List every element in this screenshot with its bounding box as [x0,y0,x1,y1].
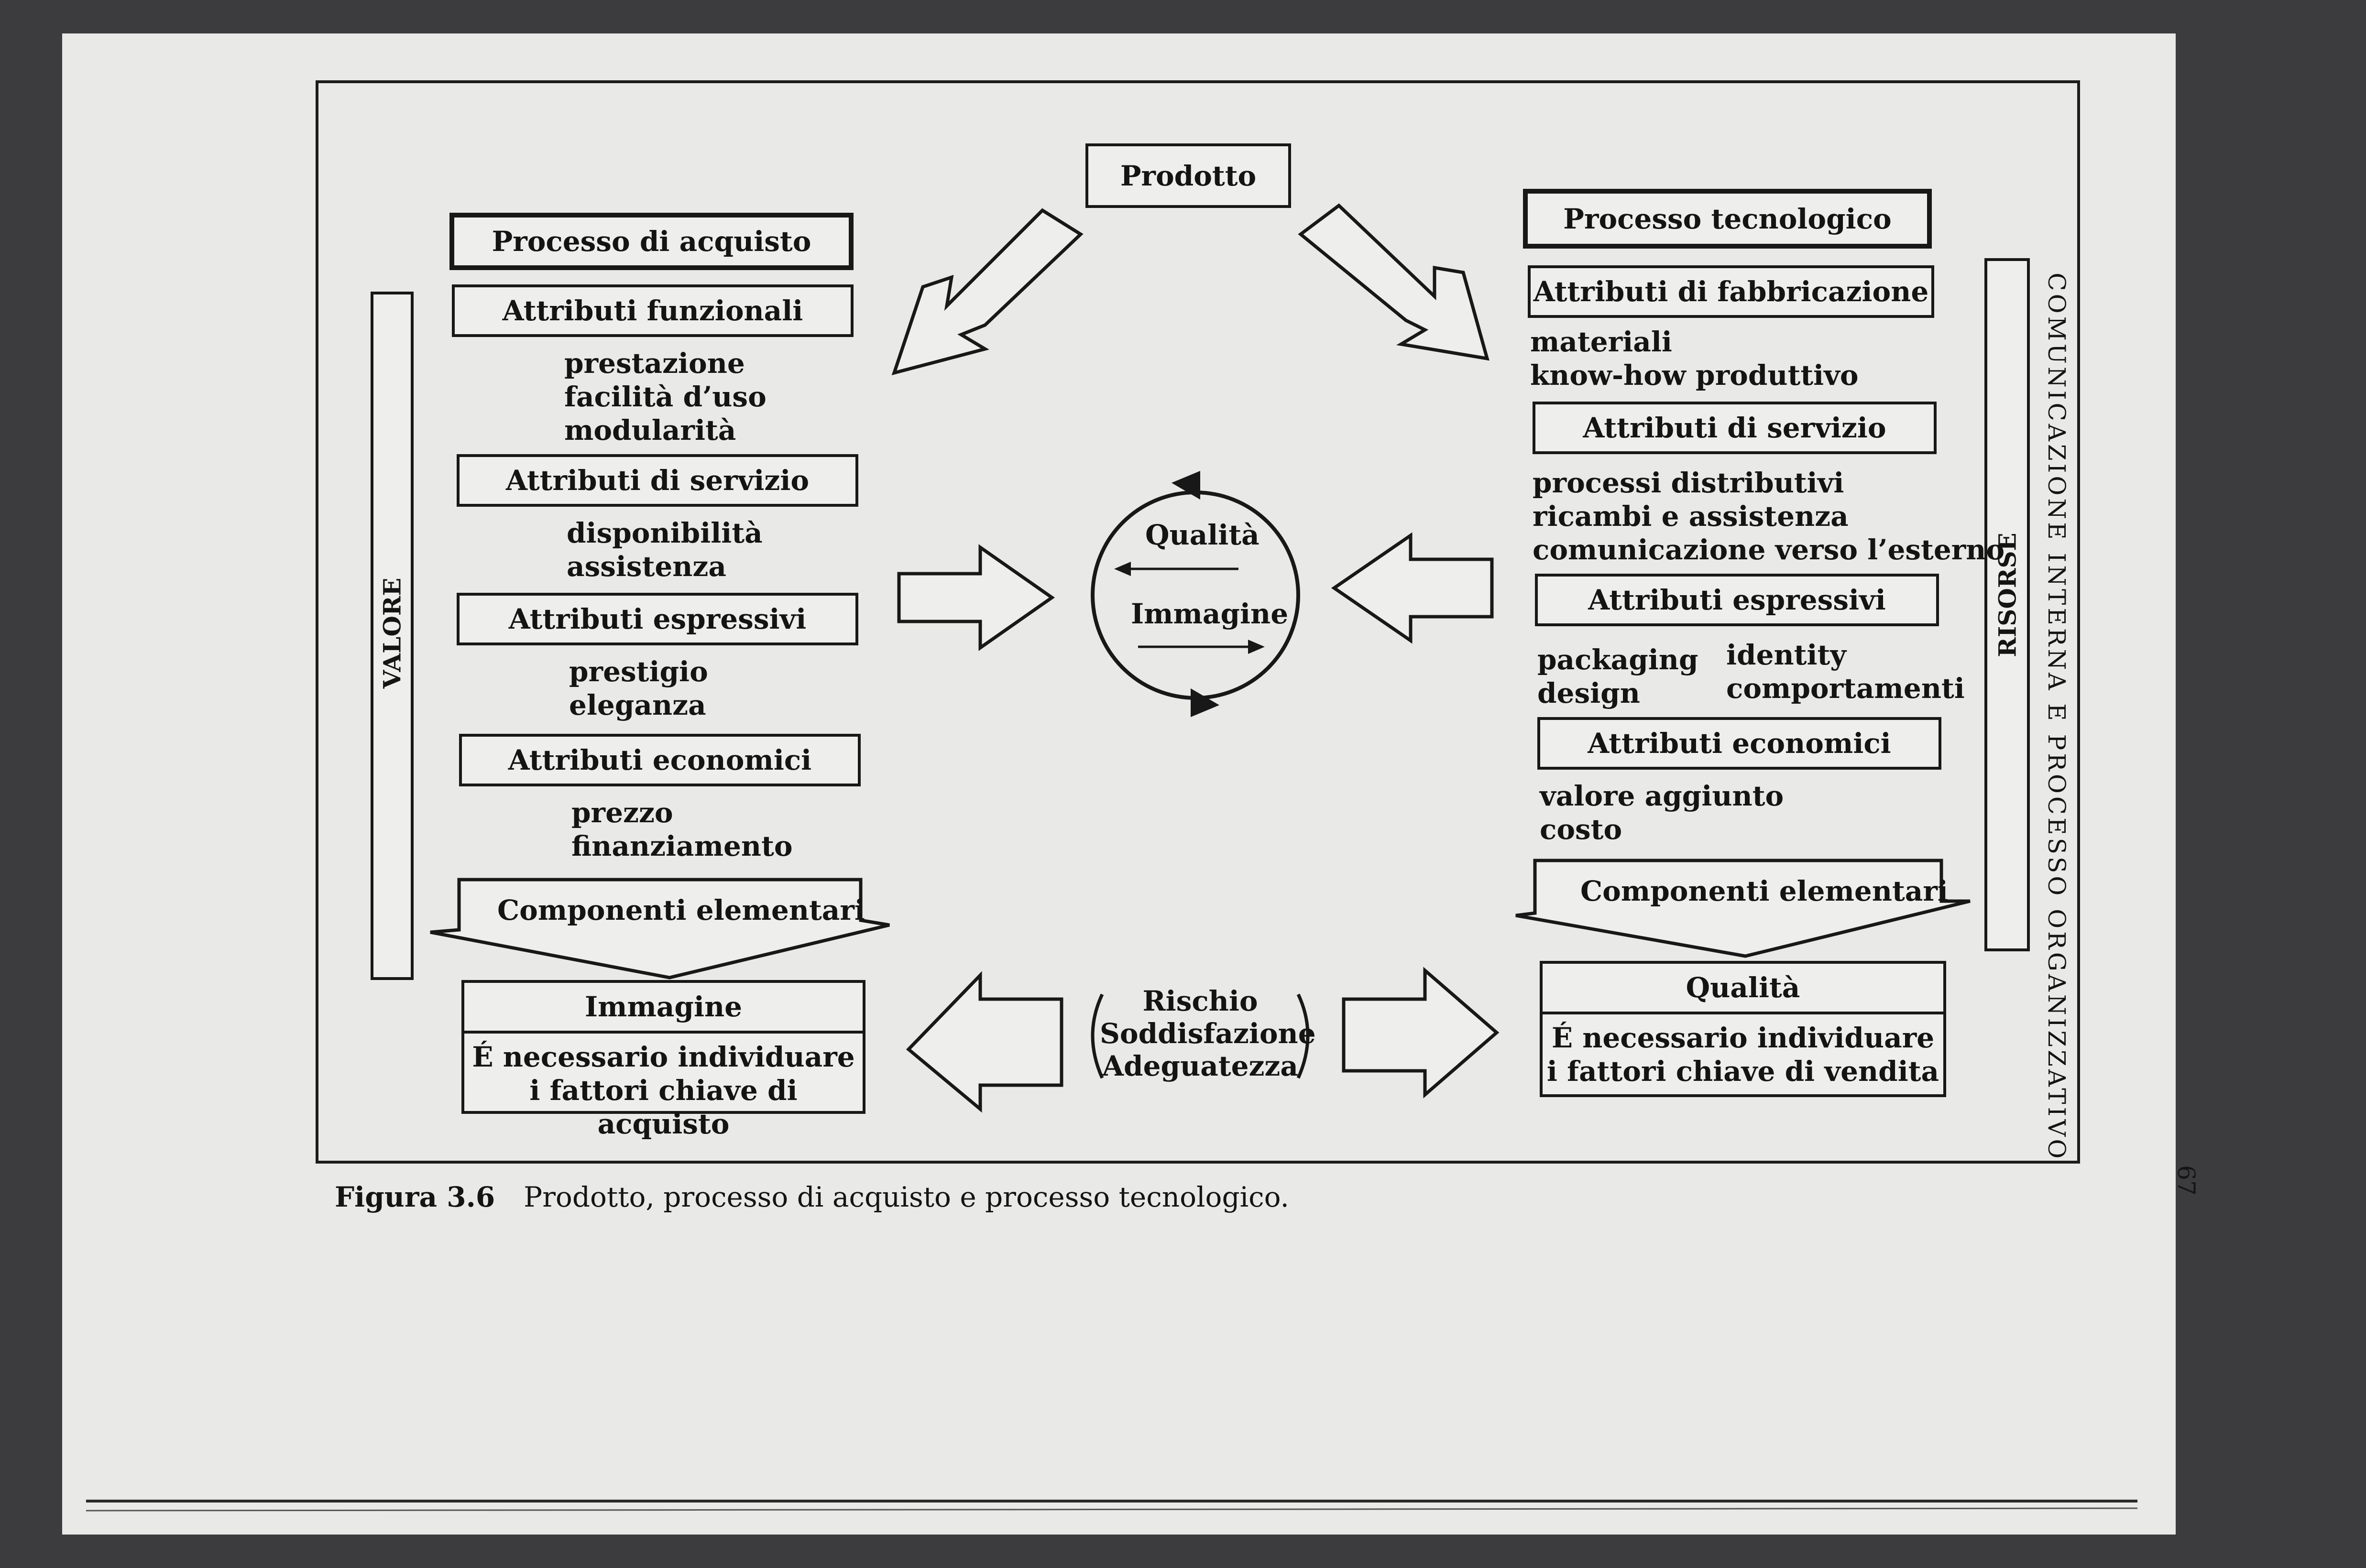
item-comunicazione: comunicazione verso l’esterno [1533,534,2005,566]
right-espressivi-col2: identity comportamenti [1726,638,1965,705]
funnel-left [430,878,890,980]
term-adeguatezza: Adeguatezza [1102,1050,1298,1082]
left-attributi-economici: Attributi economici [459,734,861,786]
item-comportamenti: comportamenti [1726,672,1965,705]
term-rischio: Rischio [1142,985,1258,1017]
right-attributi-economici: Attributi economici [1537,717,1941,770]
item-packaging: packaging [1537,643,1698,676]
right-attributi-fabbricazione: Attributi di fabbricazione [1528,265,1934,318]
right-componenti-elementari: Componenti elementari [1580,875,1948,907]
arrow-bottom-right [1342,967,1500,1099]
caption-text: Prodotto, processo di acquisto e process… [524,1181,1289,1213]
left-attributi-funzionali: Attributi funzionali [452,284,854,337]
left-espressivi-items: prestigio eleganza [569,655,708,722]
item-prestigio: prestigio [569,655,708,688]
left-componenti-elementari: Componenti elementari [497,894,865,926]
right-attributi-espressivi: Attributi espressivi [1535,574,1939,626]
qualita-result-title: Qualità [1543,964,1943,1014]
valore-bar [371,292,414,980]
item-materiali: materiali [1530,326,1672,358]
item-valore-aggiunto: valore aggiunto [1540,780,1784,812]
caption-label: Figura 3.6 [335,1181,495,1213]
prodotto-box: Prodotto [1085,143,1291,208]
item-finanziamento: finanziamento [571,830,793,862]
right-servizio-items: processi distributivi ricambi e assisten… [1533,466,2005,566]
processo-tecnologico-box: Processo tecnologico [1523,189,1932,249]
item-eleganza: eleganza [569,689,706,721]
immagine-result-text: É necessario individuare i fattori chiav… [472,1041,855,1140]
left-funzionali-items: prestazione facilità d’uso modularità [564,347,767,447]
risorse-bar [1984,258,2030,951]
item-identity: identity [1726,639,1846,671]
right-espressivi-col1: packaging design [1537,643,1698,710]
immagine-result-box: Immagine É necessario individuare i fatt… [461,980,865,1140]
right-attributi-servizio: Attributi di servizio [1533,402,1937,454]
item-know-how: know-how produttivo [1530,359,1859,392]
left-servizio-items: disponibilità assistenza [567,516,763,583]
item-ricambi: ricambi e assistenza [1533,500,1849,533]
center-qualita: Qualità [1145,519,1260,551]
left-attributi-servizio: Attributi di servizio [457,454,858,507]
item-processi-distributivi: processi distributivi [1533,467,1844,499]
cycle-arrowhead-top [1172,471,1200,500]
qualita-result-text: É necessario individuare i fattori chiav… [1546,1022,1939,1088]
item-modularita: modularità [564,414,736,446]
left-attributi-espressivi: Attributi espressivi [457,593,858,645]
immagine-result-title: Immagine [464,983,863,1034]
funnel-right [1515,859,1971,958]
term-soddisfazione: Soddisfazione [1100,1017,1316,1050]
valore-label: VALORE [378,577,406,689]
arrow-left-to-center [897,544,1055,651]
arrow-prodotto-right [1298,203,1490,361]
processo-acquisto-box: Processo di acquisto [449,213,854,270]
item-prestazione: prestazione [564,347,745,380]
item-prezzo: prezzo [571,796,673,829]
item-disponibilita: disponibilità [567,517,763,549]
item-design: design [1537,677,1640,709]
bottom-center-terms: Rischio Soddisfazione Adeguatezza [1100,985,1316,1082]
right-economici-items: valore aggiunto costo [1540,779,1784,846]
item-facilita-uso: facilità d’uso [564,381,767,413]
cycle-arrowhead-bottom [1191,688,1219,717]
arrow-prodotto-left [891,208,1084,376]
item-assistenza: assistenza [567,550,726,583]
arrow-bottom-left [906,971,1063,1113]
diagram-frame [316,80,2080,1164]
item-costo: costo [1540,813,1622,846]
right-fabbricazione-items: materiali know-how produttivo [1530,325,1859,392]
qualita-result-box: Qualità É necessario individuare i fatto… [1540,961,1946,1097]
figure-caption: Figura 3.6 Prodotto, processo di acquisto… [335,1181,1289,1213]
arrow-right-to-center [1331,532,1494,644]
left-economici-items: prezzo finanziamento [571,796,793,863]
center-immagine: Immagine [1131,598,1289,630]
